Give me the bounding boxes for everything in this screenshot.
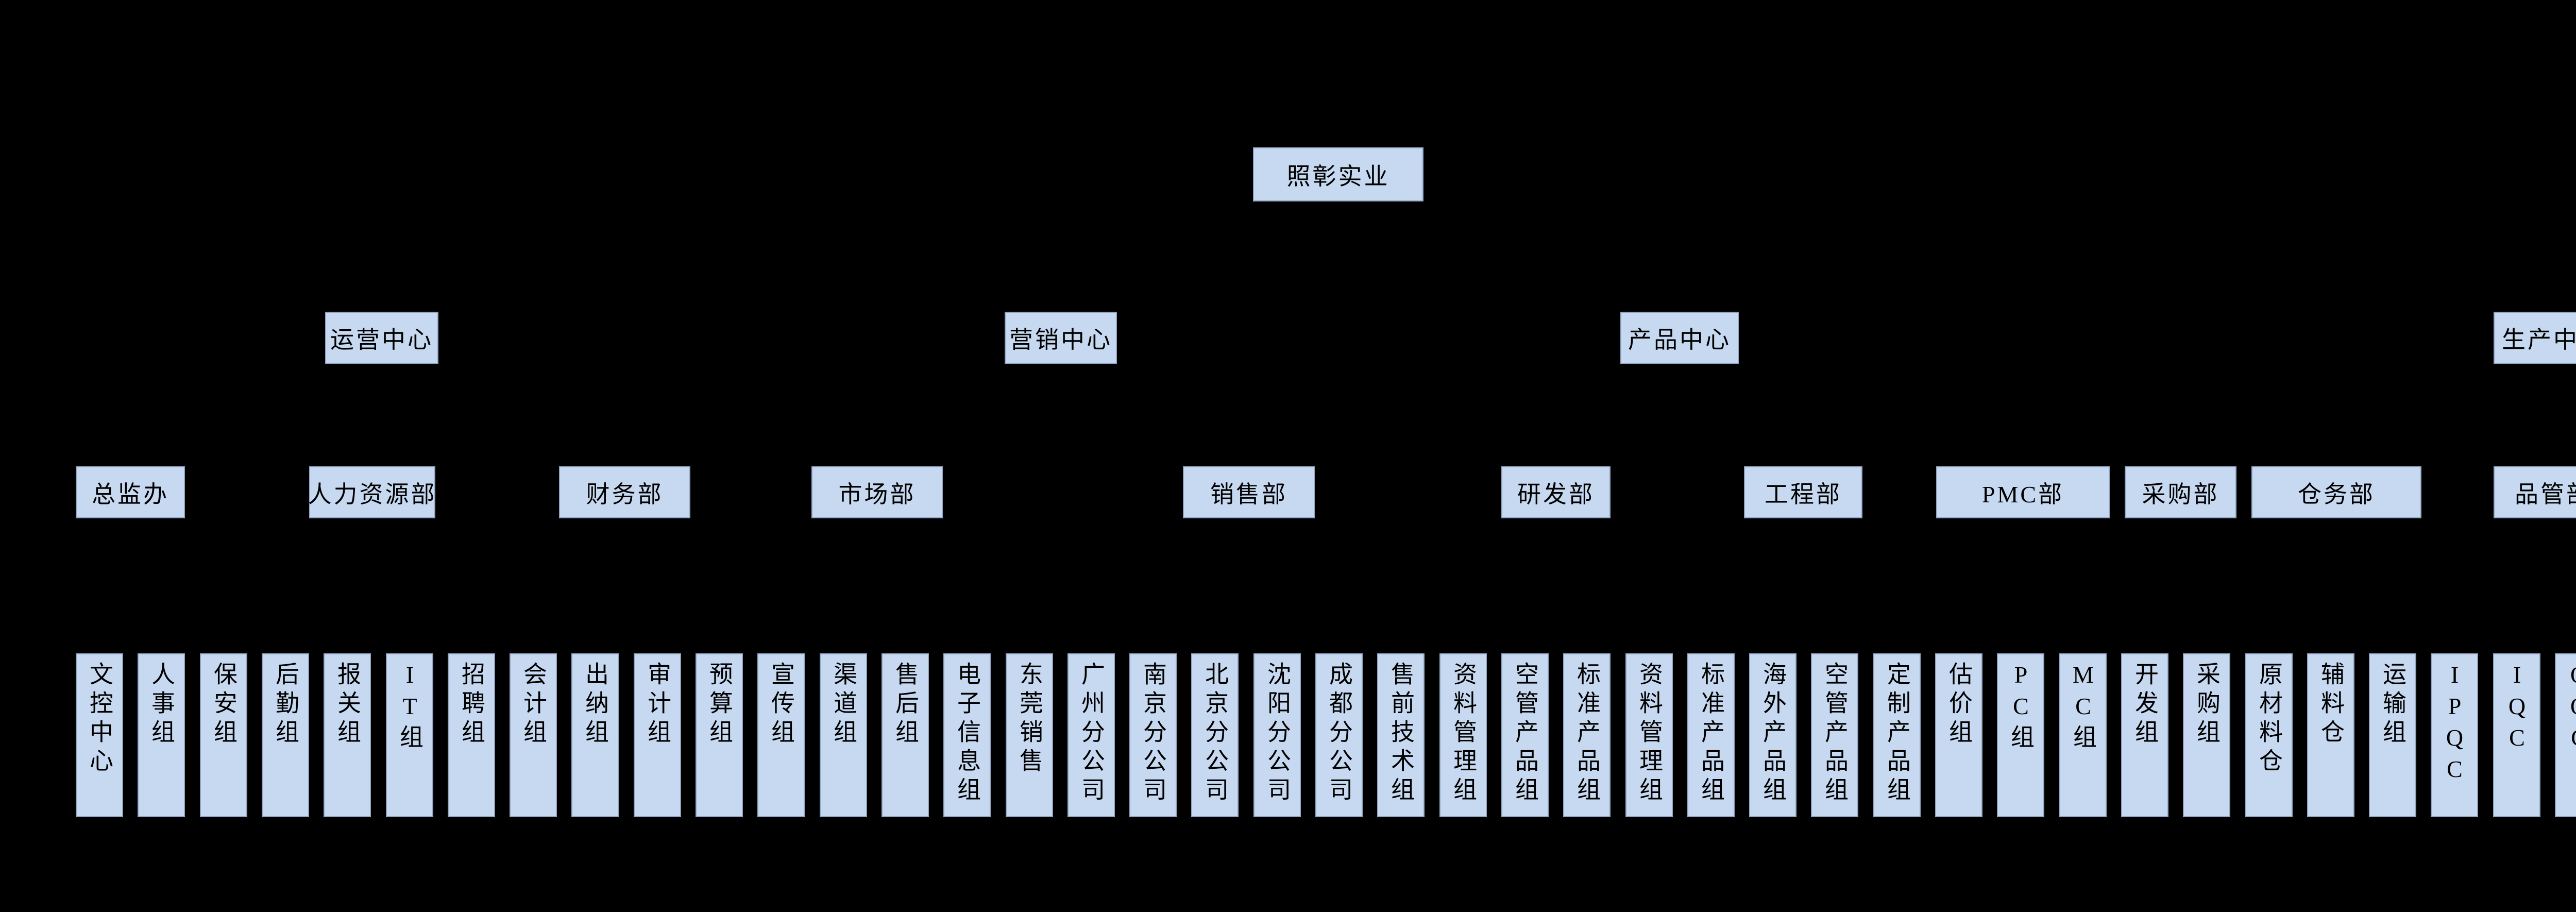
group-box-0: 文控中心: [76, 653, 123, 817]
group-box-26: 标准产品组: [1687, 653, 1735, 817]
group-box-34: 采购组: [2183, 653, 2230, 817]
group-box-16: 广州分公司: [1067, 653, 1115, 817]
group-box-3: 后勤组: [262, 653, 309, 817]
center-box-0: 运营中心: [325, 312, 438, 364]
center-box-3: 生产中心: [2494, 312, 2576, 364]
group-box-13: 售后组: [882, 653, 929, 817]
department-box-8: 采购部: [2125, 466, 2236, 518]
department-box-5: 研发部: [1501, 466, 1611, 518]
group-box-17: 南京分公司: [1129, 653, 1177, 817]
department-box-9: 仓务部: [2251, 466, 2421, 518]
group-box-19: 沈阳分公司: [1253, 653, 1301, 817]
department-box-3: 市场部: [811, 466, 943, 518]
group-box-28: 空管产品组: [1811, 653, 1858, 817]
group-box-24: 标准产品组: [1563, 653, 1611, 817]
group-box-1: 人事组: [138, 653, 185, 817]
group-box-39: IQC: [2493, 653, 2540, 817]
group-box-6: 招聘组: [448, 653, 495, 817]
department-box-0: 总监办: [76, 466, 185, 518]
group-box-5: IT组: [386, 653, 433, 817]
center-box-2: 产品中心: [1620, 312, 1739, 364]
group-box-27: 海外产品组: [1749, 653, 1797, 817]
group-box-30: 估价组: [1935, 653, 1982, 817]
group-box-14: 电子信息组: [943, 653, 991, 817]
group-box-32: MC组: [2059, 653, 2107, 817]
department-box-7: PMC部: [1936, 466, 2110, 518]
root-box: 照彰实业: [1253, 147, 1423, 201]
group-box-38: IPQC: [2431, 653, 2478, 817]
group-box-2: 保安组: [200, 653, 247, 817]
group-box-29: 定制产品组: [1873, 653, 1921, 817]
group-box-33: 开发组: [2121, 653, 2168, 817]
group-box-9: 审计组: [634, 653, 681, 817]
group-box-18: 北京分公司: [1191, 653, 1239, 817]
group-box-7: 会计组: [510, 653, 557, 817]
department-box-1: 人力资源部: [308, 466, 435, 518]
group-box-20: 成都分公司: [1315, 653, 1363, 817]
group-box-35: 原材料仓: [2245, 653, 2293, 817]
group-box-12: 渠道组: [820, 653, 867, 817]
department-box-4: 销售部: [1183, 466, 1315, 518]
department-box-6: 工程部: [1744, 466, 1862, 518]
group-box-8: 出纳组: [571, 653, 619, 817]
group-box-11: 宣传组: [757, 653, 805, 817]
group-box-31: PC组: [1997, 653, 2044, 817]
group-box-22: 资料管理组: [1439, 653, 1487, 817]
department-box-2: 财务部: [559, 466, 690, 518]
group-box-25: 资料管理组: [1625, 653, 1673, 817]
group-box-15: 东莞销售: [1006, 653, 1053, 817]
group-box-36: 辅料仓: [2307, 653, 2354, 817]
group-box-23: 空管产品组: [1501, 653, 1549, 817]
center-box-1: 营销中心: [1005, 312, 1117, 364]
group-box-21: 售前技术组: [1377, 653, 1425, 817]
group-box-40: OQC: [2555, 653, 2576, 817]
department-box-10: 品管部: [2494, 466, 2576, 518]
group-box-37: 运输组: [2369, 653, 2416, 817]
group-box-4: 报关组: [324, 653, 371, 817]
group-box-10: 预算组: [696, 653, 743, 817]
